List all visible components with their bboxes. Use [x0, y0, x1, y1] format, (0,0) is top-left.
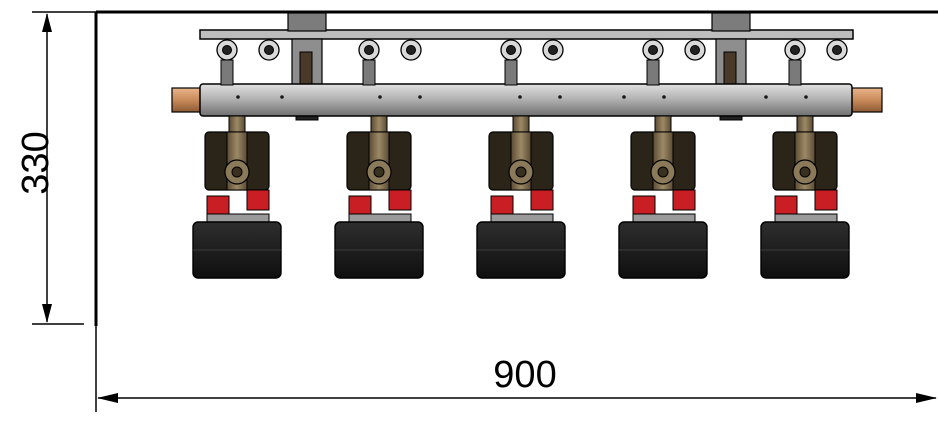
- valve-marker-red: [774, 195, 798, 215]
- valve-marker-red: [246, 189, 270, 211]
- valve-marker-red: [388, 189, 412, 211]
- pump-groups: [192, 39, 850, 279]
- valve-stem: [788, 59, 802, 86]
- pipe-connector: [796, 115, 814, 133]
- valve-marker-red: [348, 195, 372, 215]
- pump-band: [490, 213, 554, 223]
- valve-stem: [504, 59, 518, 86]
- valve-marker-red: [206, 195, 230, 215]
- wall-outline: [94, 10, 938, 326]
- valve-stem: [362, 59, 376, 86]
- valve-marker-red: [530, 189, 554, 211]
- mounting-rail: [199, 29, 854, 40]
- pump-band: [774, 213, 838, 223]
- height-dimension-label: 330: [15, 131, 57, 195]
- pump-group: [760, 39, 850, 279]
- pump-group: [334, 39, 424, 279]
- valve-stem: [646, 59, 660, 86]
- pump-group: [192, 39, 282, 279]
- valve-marker-red: [672, 189, 696, 211]
- valve-stem: [220, 59, 234, 86]
- width-dimension: [95, 326, 937, 412]
- pump-group: [618, 39, 708, 279]
- height-dimension: [32, 11, 96, 325]
- pipe-connector: [228, 115, 246, 133]
- width-dimension-label: 900: [493, 354, 557, 396]
- pump-group: [476, 39, 566, 279]
- pump-band: [632, 213, 696, 223]
- pump-band: [206, 213, 270, 223]
- pipe-connector: [370, 115, 388, 133]
- valve-marker-red: [814, 189, 838, 211]
- pipe-connector: [512, 115, 530, 133]
- pump-band: [348, 213, 412, 223]
- valve-marker-red: [490, 195, 514, 215]
- manifold-pipe: [171, 83, 883, 117]
- valve-marker-red: [632, 195, 656, 215]
- pipe-connector: [654, 115, 672, 133]
